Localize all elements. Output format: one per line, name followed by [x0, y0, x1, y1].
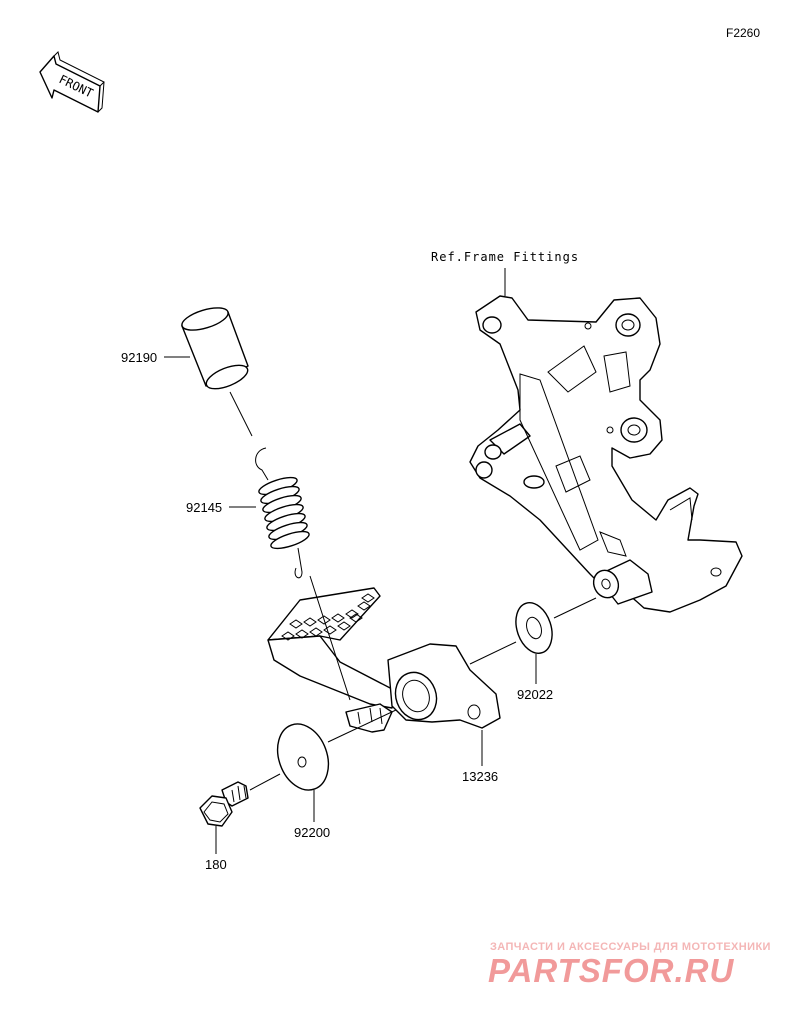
frame-fitting-bracket — [469, 295, 743, 613]
part-number-92022[interactable]: 92022 — [517, 687, 554, 702]
ref-frame-fittings-label: Ref.Frame Fittings — [431, 250, 580, 264]
leader-lines — [164, 268, 597, 854]
bolt-part — [199, 781, 249, 827]
brake-pedal-part — [267, 587, 501, 733]
part-number-13236[interactable]: 13236 — [462, 769, 499, 784]
part-number-92145[interactable]: 92145 — [186, 500, 223, 515]
part-number-180[interactable]: 180 — [205, 857, 227, 872]
part-number-92190[interactable]: 92190 — [121, 350, 158, 365]
washer-92200-part — [276, 723, 330, 791]
figure-code: F2260 — [726, 26, 761, 40]
watermark-logo: PARTSFOR.RU — [488, 952, 735, 989]
part-number-92200[interactable]: 92200 — [294, 825, 331, 840]
pivot-shaft — [592, 559, 653, 605]
washer-92022-part — [515, 602, 553, 654]
front-arrow-icon: FRONT — [39, 51, 105, 113]
spring-part — [255, 447, 310, 579]
collar-part — [181, 307, 249, 390]
watermark-tagline: ЗАПЧАСТИ И АКСЕССУАРЫ ДЛЯ МОТОТЕХНИКИ — [490, 941, 771, 953]
